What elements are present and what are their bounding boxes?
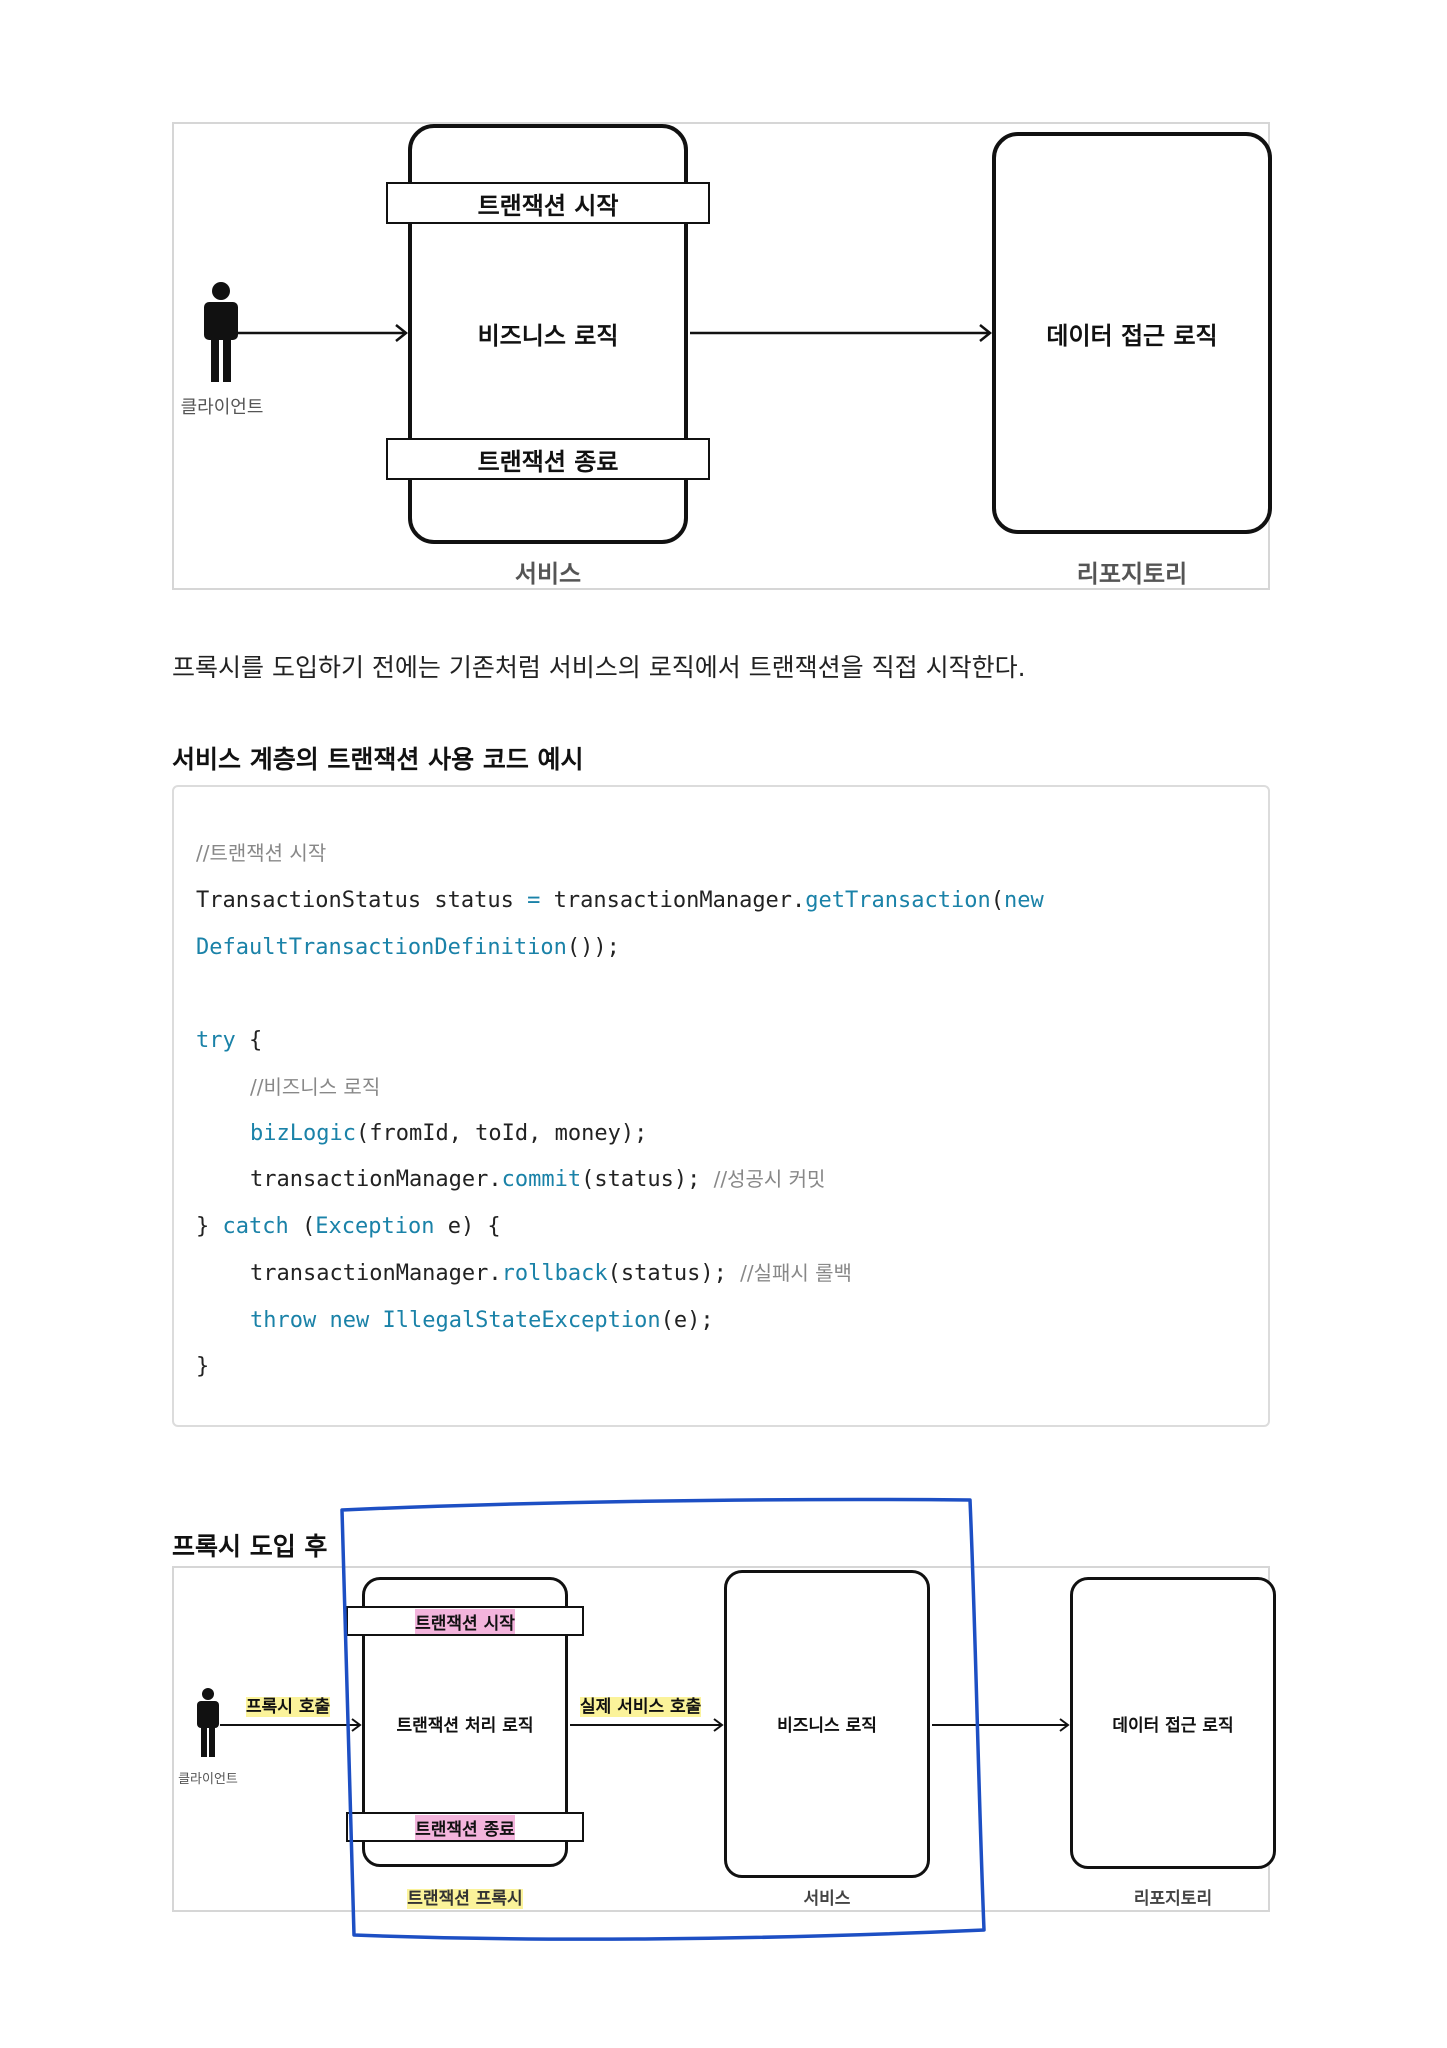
repository-box-2 (1070, 1577, 1276, 1869)
data-logic-label: 데이터 접근 로직 (1046, 322, 1218, 350)
arrow-service-to-repository (690, 324, 993, 342)
code-line-definition: DefaultTransactionDefinition()); (196, 933, 620, 963)
code-token: e) { (434, 1214, 501, 1239)
code-token: ( (288, 1214, 316, 1239)
repository-caption: 리포지토리 (1076, 560, 1188, 588)
arrow-service-to-repository-2 (932, 1718, 1070, 1732)
code-line-comment-biz: //비즈니스 로직 (250, 1072, 380, 1103)
code-block (172, 785, 1270, 1427)
code-token: transactionManager. (250, 1167, 502, 1192)
code-comment: //실패시 롤백 (740, 1261, 852, 1285)
person-icon (204, 282, 238, 382)
diagram2-graphics (197, 1497, 1070, 1941)
code-class: IllegalStateException (382, 1308, 661, 1333)
tx-start-bar: 트랜잭션 시작 (386, 182, 710, 224)
arrow-client-to-proxy (220, 1718, 362, 1732)
arrow-proxy-to-service (570, 1718, 724, 1732)
proxy-tx-start-label: 트랜잭션 시작 (415, 1608, 515, 1634)
proxy-tx-end-bar: 트랜잭션 종료 (346, 1812, 584, 1842)
real-call-text: 실제 서비스 호출 (580, 1697, 702, 1717)
code-class: Exception (315, 1214, 435, 1239)
code-token: { (235, 1028, 263, 1053)
code-token: } (196, 1214, 223, 1239)
repository-box (992, 132, 1272, 534)
code-line-get-transaction: TransactionStatus status = transactionMa… (196, 886, 1044, 916)
code-keyword: try (196, 1028, 236, 1053)
code-comment: //성공시 커밋 (713, 1167, 826, 1191)
proxy-heading: 프록시 도입 후 (172, 1532, 328, 1561)
proxy-call-label: 프록시 호출 (246, 1692, 331, 1717)
biz-logic-label: 비즈니스 로직 (477, 322, 619, 350)
code-method: commit (501, 1167, 582, 1192)
code-line-commit: transactionManager.commit(status); //성공시… (250, 1164, 825, 1195)
code-token: (fromId, toId, money); (355, 1121, 648, 1146)
code-keyword: new (1003, 888, 1044, 913)
code-method: bizLogic (250, 1121, 356, 1146)
code-line-bizlogic: bizLogic(fromId, toId, money); (250, 1119, 647, 1149)
service-box-2 (724, 1570, 930, 1878)
code-token: (e); (660, 1308, 714, 1333)
code-line-rollback: transactionManager.rollback(status); //실… (250, 1258, 852, 1289)
code-token: (status); (607, 1261, 741, 1286)
code-line-catch: } catch (Exception e) { (196, 1212, 501, 1242)
tx-end-label: 트랜잭션 종료 (477, 447, 619, 476)
code-keyword: catch (222, 1214, 289, 1239)
proxy-tx-start-bar: 트랜잭션 시작 (346, 1606, 584, 1636)
tx-proxy-caption-text: 트랜잭션 프록시 (407, 1889, 523, 1909)
code-comment: //트랜잭션 시작 (196, 841, 327, 865)
code-keyword: throw new (250, 1308, 370, 1333)
intro-paragraph: 프록시를 도입하기 전에는 기존처럼 서비스의 로직에서 트랜잭션을 직접 시작… (172, 653, 1026, 682)
client-caption-2: 클라이언트 (178, 1772, 238, 1787)
code-operator: = (527, 888, 541, 913)
data-logic-label-2: 데이터 접근 로직 (1112, 1716, 1234, 1736)
biz-logic-label-2: 비즈니스 로직 (777, 1716, 877, 1736)
tx-start-label: 트랜잭션 시작 (477, 191, 619, 220)
code-example-heading: 서비스 계층의 트랜잭션 사용 코드 예시 (172, 745, 584, 774)
person-icon-2 (197, 1688, 219, 1757)
code-token: transactionManager. (250, 1261, 502, 1286)
tx-logic-label: 트랜잭션 처리 로직 (396, 1716, 534, 1736)
code-comment: //비즈니스 로직 (250, 1075, 381, 1099)
code-token: (status); (581, 1167, 714, 1192)
code-token: transactionManager. (540, 888, 806, 913)
proxy-call-text: 프록시 호출 (246, 1697, 331, 1717)
repository-caption-2: 리포지토리 (1133, 1889, 1213, 1909)
diagram1-graphics (204, 282, 993, 382)
code-method: getTransaction (805, 888, 991, 913)
code-class: DefaultTransactionDefinition (196, 935, 567, 960)
service-caption: 서비스 (514, 560, 582, 588)
arrow-client-to-service (238, 324, 409, 342)
tx-end-bar: 트랜잭션 종료 (386, 438, 710, 480)
code-token: } (196, 1354, 210, 1379)
proxy-tx-end-label: 트랜잭션 종료 (415, 1814, 515, 1840)
code-line-try: try { (196, 1026, 262, 1056)
client-caption: 클라이언트 (180, 397, 264, 418)
real-call-label: 실제 서비스 호출 (580, 1692, 702, 1717)
service-caption-2: 서비스 (803, 1889, 851, 1909)
tx-proxy-caption: 트랜잭션 프록시 (362, 1884, 568, 1909)
code-line-close: } (196, 1352, 209, 1382)
code-token: TransactionStatus status (196, 888, 528, 913)
code-method: rollback (501, 1261, 608, 1286)
code-token: ()); (566, 935, 620, 960)
code-line-throw: throw new IllegalStateException(e); (250, 1306, 714, 1336)
code-line-comment-start: //트랜잭션 시작 (196, 838, 326, 869)
blue-annotation-outline (340, 1497, 986, 1941)
code-token: ( (990, 888, 1004, 913)
